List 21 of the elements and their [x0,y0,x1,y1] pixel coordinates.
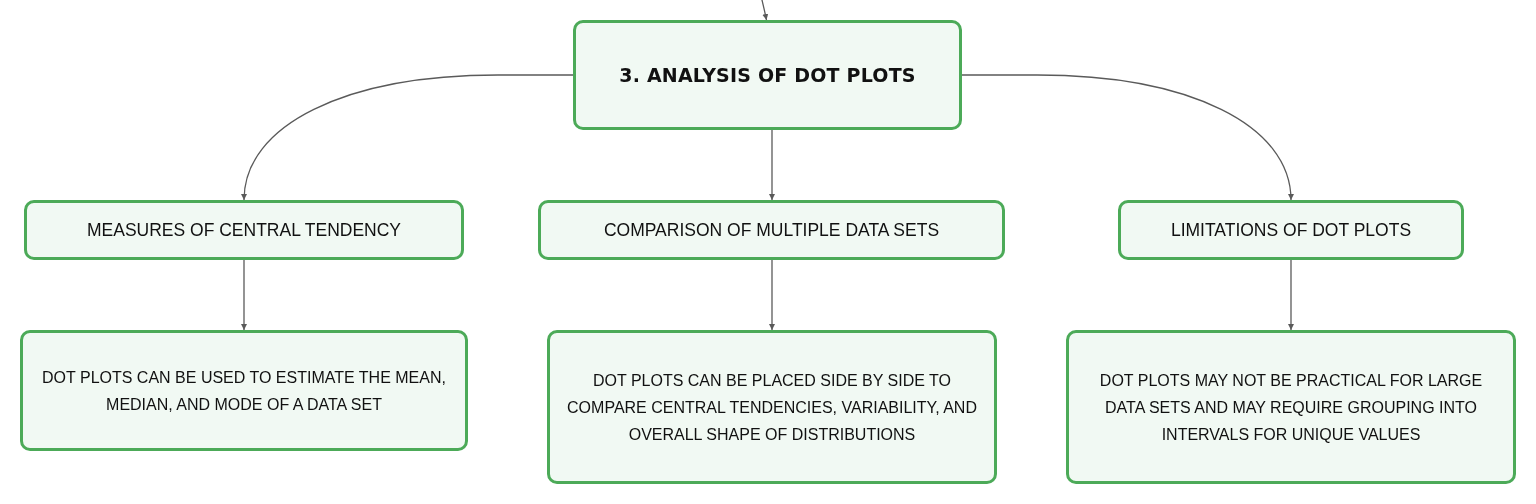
connector-arrow [241,259,247,331]
topic-text: LIMITATIONS OF DOT PLOTS [1170,219,1412,241]
connector-arrow [1288,259,1294,331]
topic-box [1066,330,1516,484]
topic-box [573,20,962,130]
topic-box [538,200,1005,260]
topic-text: DOT PLOTS MAY NOT BE PRACTICAL FOR LARGE DATA SETS AND MAY REQUIRE GROUPING INTO INTERVALS FOR UNIQUE VALUES [1098,370,1484,445]
topic-text: COMPARISON OF MULTIPLE DATA SETS [603,219,940,241]
topic-text: DOT PLOTS CAN BE USED TO ESTIMATE THE MEAN, MEDIAN, AND MODE OF A DATA SET [41,367,447,415]
connector-arrow [769,129,775,201]
topic-box [24,200,464,260]
topic-box [1118,200,1464,260]
topic-text: DOT PLOTS CAN BE PLACED SIDE BY SIDE TO COMPARE CENTRAL TENDENCIES, VARIABILITY, AND OVERALL SHAPE OF DISTRIBUTIONS [566,370,978,445]
connector-arrow [769,259,775,331]
topic-box [547,330,997,484]
topic-text: 3. ANALYSIS OF DOT PLOTS [619,64,916,86]
connector-arrow [760,0,769,21]
topic-text: MEASURES OF CENTRAL TENDENCY [86,219,402,241]
connector-arrow [961,74,1294,201]
topic-box [20,330,468,451]
connector-arrow [241,74,574,201]
